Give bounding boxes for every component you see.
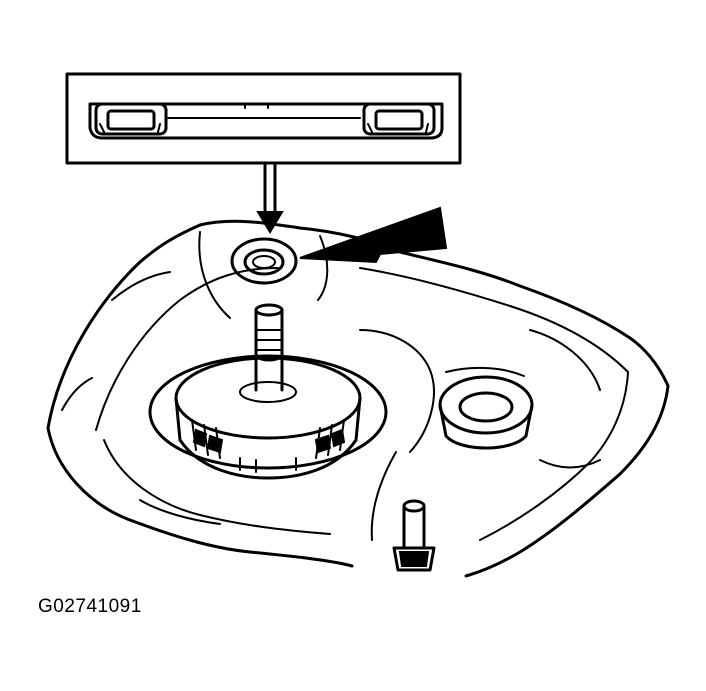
case-bolt: [392, 499, 436, 572]
clutch-drum: [148, 354, 388, 480]
figure-caption: G02741091: [38, 596, 142, 617]
pointer-arrow: [299, 206, 448, 264]
pump-boss: [438, 366, 534, 450]
transaxle-case: [46, 219, 670, 578]
tool-inset-box: [65, 72, 462, 165]
bearing-race: [230, 237, 298, 285]
input-shaft: [254, 303, 284, 392]
tool-clip-left: [94, 102, 168, 136]
tool-clip-right: [362, 102, 436, 136]
